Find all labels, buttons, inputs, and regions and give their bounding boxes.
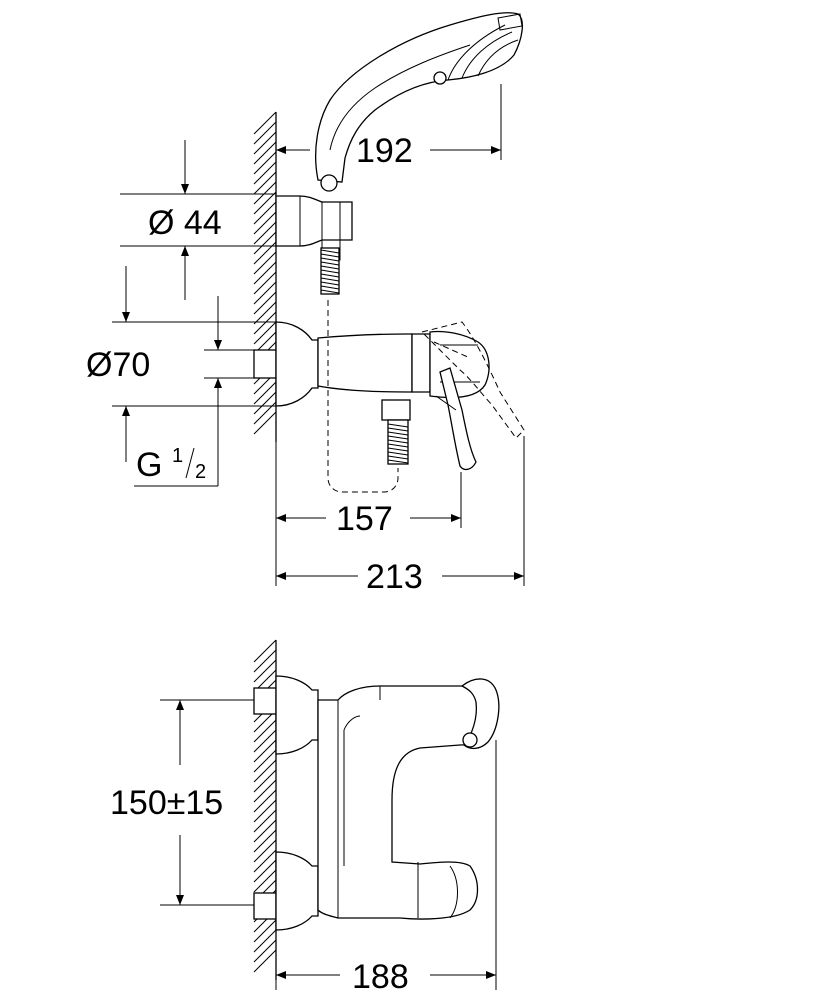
wall-hatch-line <box>253 401 277 425</box>
wall-hatch-line <box>253 251 277 275</box>
mixer-body-side <box>253 300 525 493</box>
wall-hatch-line <box>253 311 277 335</box>
wall-hatch-line <box>253 121 277 145</box>
wall-hatch-line <box>253 271 277 295</box>
wall-hatch-line <box>253 221 277 245</box>
wall-hatch-line <box>253 171 277 195</box>
hose-rib <box>387 451 409 456</box>
dim-center-distance: 150±15 <box>110 699 254 906</box>
wall-hatch-line <box>253 849 277 873</box>
wall-hatch-line <box>253 151 277 175</box>
dim-213-label: 213 <box>366 558 423 596</box>
wall-hatch-line <box>253 639 277 663</box>
wall-hatch-line <box>253 261 277 285</box>
wall-hatch-line <box>253 301 277 325</box>
wall-hatch-line <box>253 829 277 853</box>
wall-hatch-line <box>253 759 277 783</box>
wall-hatch-line <box>253 241 277 265</box>
shower-holder <box>275 195 353 261</box>
hose-rib <box>320 265 340 270</box>
top-view: 150±15 188 <box>110 639 500 996</box>
wall-hatch-line <box>253 799 277 823</box>
dim-44-label: Ø 44 <box>148 204 222 242</box>
dim-150-label: 150±15 <box>110 784 223 822</box>
hose-rib <box>387 447 409 452</box>
dim-holder-diameter: Ø 44 <box>120 140 276 300</box>
wall-hatch-line <box>253 411 277 435</box>
hand-shower <box>315 12 524 192</box>
dim-total-projection: 213 <box>276 436 525 596</box>
wall-hatch-line <box>253 839 277 863</box>
wall-hatch-line <box>253 659 277 683</box>
wall-hatch-line <box>253 729 277 753</box>
wall-hatch-line <box>253 949 277 973</box>
hose-rib <box>320 277 340 282</box>
wall-hatch-line <box>253 161 277 185</box>
hose-rib <box>320 285 340 290</box>
wall-hatch-line <box>253 111 277 135</box>
wall-hatch-line <box>253 391 277 415</box>
wall-hatch-line <box>253 769 277 793</box>
hose-rib <box>320 273 340 278</box>
hose-side <box>320 247 340 295</box>
wall-hatch-line <box>253 919 277 943</box>
hose-rib <box>320 249 340 254</box>
hose-rib <box>320 261 340 266</box>
hose-rib <box>387 423 409 428</box>
dim-thread: G 1 2 <box>134 296 254 487</box>
hose-rib <box>320 253 340 258</box>
dim-lever-projection: 157 <box>275 442 462 586</box>
wall-hatch-line <box>253 929 277 953</box>
hose-rib <box>387 443 409 448</box>
wall-hatch-line <box>253 291 277 315</box>
hose-rib <box>387 455 409 460</box>
wall-hatch-line <box>253 779 277 803</box>
dim-body-depth: 188 <box>275 740 497 996</box>
wall-hatch-line <box>253 939 277 963</box>
wall-hatch-line <box>253 789 277 813</box>
wall-hatch-line <box>253 719 277 743</box>
wall-hatch-line <box>253 201 277 225</box>
dim-handshower-reach: 192 <box>276 84 502 170</box>
hose-rib <box>387 439 409 444</box>
wall-hatch-line <box>253 819 277 843</box>
dim-70-label: Ø70 <box>86 346 150 384</box>
wall-hatch-line <box>253 381 277 405</box>
hose-rib <box>320 281 340 286</box>
dim-thread-g: G <box>136 446 162 484</box>
wall-hatch-line <box>253 649 277 673</box>
wall-hatch-line <box>253 859 277 883</box>
mixer-body-top <box>253 675 500 931</box>
wall-hatch-line <box>253 231 277 255</box>
hose-rib <box>320 269 340 274</box>
dim-thread-num: 1 <box>172 445 183 467</box>
wall-hatch-line <box>253 181 277 205</box>
dim-188-label: 188 <box>352 958 409 996</box>
wall-hatch-line <box>253 869 277 893</box>
wall-hatch-line <box>253 809 277 833</box>
wall-side <box>253 111 277 442</box>
side-view: 192 Ø 44 Ø70 G 1 2 <box>86 12 525 596</box>
dim-157-label: 157 <box>336 500 393 538</box>
wall-hatch-line <box>253 211 277 235</box>
wall-hatch-line <box>253 281 277 305</box>
dim-thread-den: 2 <box>195 461 206 483</box>
wall-hatch-line <box>253 131 277 155</box>
wall-hatch-line <box>253 321 277 345</box>
hose-rib <box>387 427 409 432</box>
wall-hatch-line <box>253 141 277 165</box>
wall-hatch-line <box>253 749 277 773</box>
hose-rib <box>387 435 409 440</box>
dim-mixer-diameter: Ø70 <box>86 266 276 462</box>
hose-rib <box>320 257 340 262</box>
wall-hatch-line <box>253 191 277 215</box>
hose-rib <box>320 289 340 294</box>
hose-rib <box>387 459 409 464</box>
hose-rib <box>387 431 409 436</box>
wall-hatch-line <box>253 739 277 763</box>
dim-192-label: 192 <box>356 132 413 170</box>
